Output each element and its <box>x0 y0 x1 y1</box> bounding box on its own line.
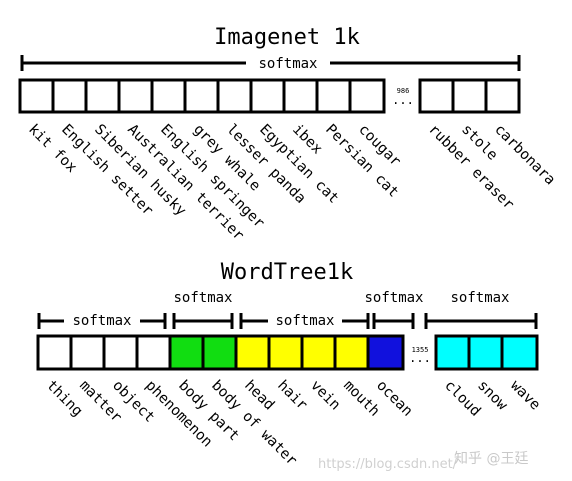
wordtree-cell <box>467 334 504 371</box>
wordtree-softmax-label-root: softmax <box>72 313 131 329</box>
wordtree-softmax-label-weather: softmax <box>450 290 509 306</box>
wordtree-cell <box>201 334 238 371</box>
wordtree-cell <box>234 334 271 371</box>
wordtree-label: ocean <box>373 378 415 420</box>
wordtree-cell <box>500 334 539 371</box>
wordtree-cell <box>434 334 471 371</box>
wordtree-label: mouth <box>340 378 382 420</box>
wordtree-softmax-label-body: softmax <box>173 290 232 306</box>
watermark-url: https://blog.csdn.net/ <box>318 457 458 472</box>
wordtree-cell <box>366 334 405 371</box>
imagenet-label: carbonara <box>491 122 558 189</box>
wordtree-label: thing <box>43 378 85 420</box>
wordtree-label: hair <box>274 378 310 414</box>
watermark-brand: 知乎 @王廷 <box>454 450 528 467</box>
wordtree-label: wave <box>507 378 543 414</box>
wordtree-cell <box>300 334 337 371</box>
wordtree-count-label: 1355 <box>412 346 429 354</box>
wordtree-bracket-group-1 <box>172 313 234 329</box>
wordtree-ellipsis: ... <box>409 351 431 365</box>
wordtree-cell <box>333 334 370 371</box>
wordtree-cell <box>135 334 172 371</box>
wordtree-bracket-group-3 <box>372 313 415 329</box>
imagenet-count-label: 986 <box>397 87 410 95</box>
imagenet-softmax-label: softmax <box>258 56 317 72</box>
wordtree-bracket-group-4 <box>424 313 538 329</box>
wordtree-cells-right <box>434 334 539 371</box>
imagenet-cells-left <box>18 78 386 114</box>
wordtree-label: cloud <box>441 378 483 420</box>
imagenet-softmax-bracket <box>20 55 521 71</box>
wordtree-bracket-group-2 <box>239 313 370 329</box>
wordtree-cell <box>168 334 205 371</box>
imagenet-ellipsis: ... <box>392 93 414 107</box>
wordtree-title: WordTree1k <box>221 260 353 285</box>
wordtree-label: vein <box>307 378 343 414</box>
wordtree-cell <box>267 334 304 371</box>
wordtree-cell <box>36 334 73 371</box>
wordtree-cell <box>69 334 106 371</box>
wordtree-cells-left <box>36 334 405 371</box>
wordtree-cell <box>102 334 139 371</box>
imagenet-title: Imagenet 1k <box>214 25 360 50</box>
wordtree-bracket-group-0 <box>37 313 167 329</box>
wordtree-softmax-label-parts: softmax <box>275 313 334 329</box>
imagenet-cells-right <box>418 78 521 114</box>
wordtree-softmax-label-ocean: softmax <box>364 290 423 306</box>
imagenet-labels: kit fox English setter Siberian husky Au… <box>25 122 558 245</box>
